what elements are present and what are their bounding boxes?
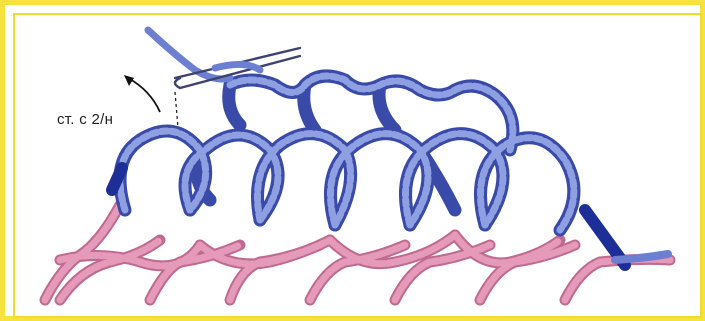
pink-base-row xyxy=(45,205,670,300)
stitch-annotation-label: ст. с 2/н xyxy=(57,111,113,128)
arrow-icon xyxy=(124,75,160,112)
insertion-guide xyxy=(175,92,178,128)
blue-mesh-loops xyxy=(120,76,574,230)
